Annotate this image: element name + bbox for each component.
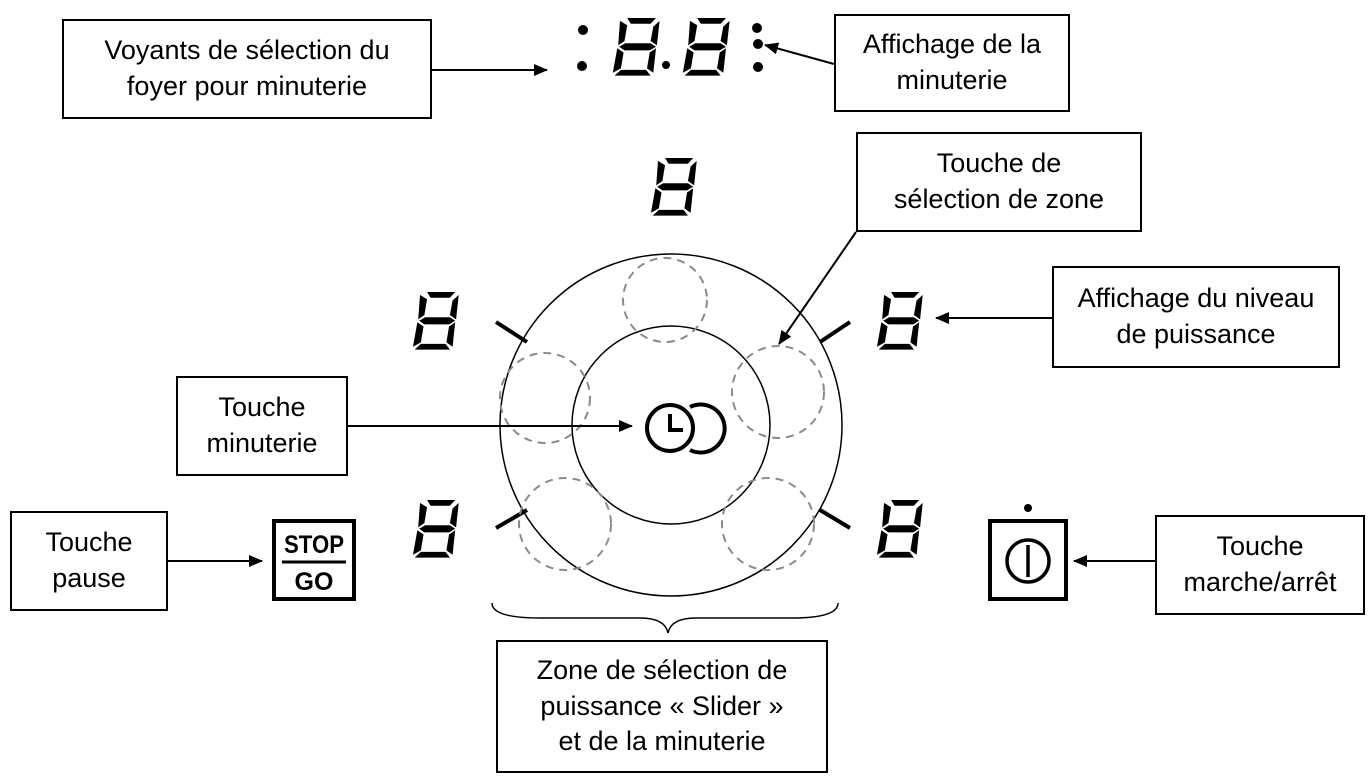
label-slider-zone: Zone de sélection de puissance « Slider … xyxy=(496,640,828,773)
selection-light-bottom-left xyxy=(577,61,587,71)
slider-key-bottom-left[interactable] xyxy=(518,477,612,571)
zone-digit-left-upper xyxy=(412,292,459,350)
label-zone-select-key: Touche de sélection de zone xyxy=(856,132,1142,232)
slider-key-right[interactable] xyxy=(731,345,825,439)
zone-digit-right-lower xyxy=(876,500,923,558)
zone-digit-top xyxy=(650,158,697,216)
slider-key-bottom-right[interactable] xyxy=(721,477,815,571)
tick-right-lower xyxy=(818,508,852,530)
label-power-display: Affichage du niveau de puissance xyxy=(1052,266,1340,368)
callout-arrows xyxy=(168,42,1155,567)
slider-brace xyxy=(491,602,839,634)
label-timer-key: Touche minuterie xyxy=(176,376,348,476)
arrow-zone-select xyxy=(778,231,857,345)
clock-icon[interactable] xyxy=(645,402,727,455)
zone-digit-left-lower xyxy=(412,500,459,558)
zone-digit-right-upper xyxy=(876,292,923,350)
label-selection-lights: Voyants de sélection du foyer pour minut… xyxy=(62,19,432,119)
tick-left-upper xyxy=(494,320,529,344)
label-pause-key: Touche pause xyxy=(10,511,168,611)
seven-segment-digit xyxy=(612,18,660,76)
selection-light-bottom-right xyxy=(753,62,763,72)
slider-key-top[interactable] xyxy=(622,257,708,343)
power-button[interactable] xyxy=(988,504,1068,601)
label-timer-display: Affichage de la minuterie xyxy=(834,14,1070,112)
power-indicator-dot xyxy=(1024,504,1032,512)
selection-light-top-left xyxy=(578,25,588,35)
tick-left-lower xyxy=(494,508,529,530)
go-text: GO xyxy=(295,568,334,596)
stop-text: STOP xyxy=(284,531,344,559)
arrow-timer-display xyxy=(764,42,835,65)
selection-light-mid-right xyxy=(753,39,763,49)
timer-display-digits xyxy=(577,18,763,76)
slider-key-left[interactable] xyxy=(499,352,591,444)
stop-go-button[interactable]: STOP GO xyxy=(272,519,356,601)
tick-right-upper xyxy=(818,320,852,344)
slider-key-areas[interactable] xyxy=(499,257,825,571)
power-icon xyxy=(1005,538,1051,584)
selection-light-top-right xyxy=(752,23,762,33)
decimal-point xyxy=(662,61,670,69)
seven-segment-digit xyxy=(682,18,730,76)
label-onoff-key: Touche marche/arrêt xyxy=(1155,515,1365,615)
